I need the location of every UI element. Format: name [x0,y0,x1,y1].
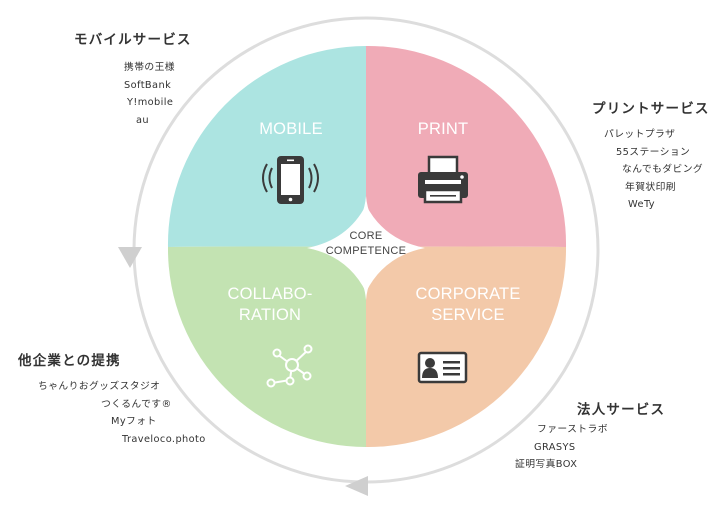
group-print-services: プリントサービス [592,97,710,128]
mobile-item: Y!mobile [127,97,174,109]
partnership-item: Myフォト [111,416,157,428]
core-label-line1: CORE [350,230,383,242]
print-items: パレットプラザ 55ステーション なんでもダビング 年賀状印刷 WeTy [604,126,703,214]
group-partnerships: 他企業との提携 [18,349,121,380]
core-label-line2: COMPETENCE [326,245,407,257]
partnership-item: Traveloco.photo [122,433,206,445]
group-corporate-services: 法人サービス [577,398,665,429]
cycle-arrow-left-icon [118,247,142,268]
mobile-item: SoftBank [124,79,172,91]
partnership-items: ちゃんりおグッズスタジオ つくるんです® Myフォト Traveloco.pho… [38,378,206,448]
petal-collaboration [167,246,366,448]
petal-label-corporate-line2: SERVICE [431,306,505,324]
petal-label-corporate-line1: CORPORATE [415,285,520,303]
group-title-mobile-services: モバイルサービス [74,32,192,48]
corporate-item: GRASYS [534,441,576,453]
petal-label-mobile: MOBILE [259,120,323,138]
petal-label-print: PRINT [418,120,469,138]
corporate-items: ファーストラボ GRASYS 証明写真BOX [515,421,608,474]
corporate-item: 証明写真BOX [515,459,578,471]
petal-mobile [167,46,366,247]
core-area-fill [307,205,425,292]
petal-corporate-service [366,246,567,448]
print-item: パレットプラザ [604,129,676,140]
print-item: 年賀状印刷 [625,181,676,193]
partnership-item: つくるんです® [101,398,172,410]
group-title-partnerships: 他企業との提携 [18,353,121,369]
petal-label-collab-line2: RATION [239,306,301,324]
print-item: 55ステーション [616,146,691,158]
petal-label-collab-line1: COLLABO- [227,285,312,303]
network-nodes-icon [266,344,313,388]
group-title-corporate-services: 法人サービス [577,402,666,418]
id-card-icon [417,351,468,384]
corporate-item: ファーストラボ [537,424,608,435]
printer-icon [418,155,468,204]
petal-print [366,45,567,247]
group-title-print-services: プリントサービス [592,101,710,117]
mobile-item: 携帯の王様 [124,62,175,73]
cycle-arrow-bottom-icon [345,476,368,496]
smartphone-icon [262,156,319,204]
group-mobile-services: モバイルサービス 携帯の王様 SoftBank Y!mobile au [74,28,192,129]
mobile-item: au [136,114,150,126]
print-item: WeTy [628,199,655,211]
print-item: なんでもダビング [622,164,704,176]
partnership-item: ちゃんりおグッズスタジオ [38,381,161,392]
